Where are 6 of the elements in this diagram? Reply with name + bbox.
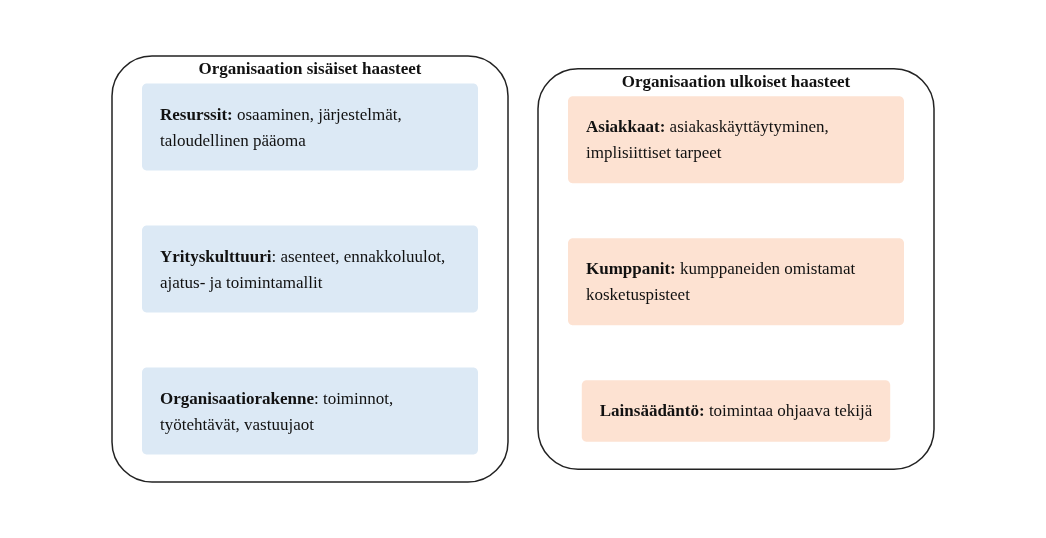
node-box: Lainsäädäntö: toimintaa ohjaava tekijä — [581, 380, 891, 442]
node-box: Resurssit: osaaminen, järjestelmät, taloudellinen pääoma — [142, 83, 478, 171]
node-box: Kumppanit: kumppaneiden omistamat kosketuspisteet — [568, 238, 904, 326]
node-box: Yrityskulttuuri: asenteet, ennakkoluulot, ajatus- ja toimintamallit — [142, 225, 478, 313]
node-box: Asiakkaat: asiakaskäyttäytyminen, implisiittiset tarpeet — [568, 96, 904, 184]
node-box: Organisaatiorakenne: toiminnot, työtehtävät, vastuujaot — [142, 367, 478, 455]
